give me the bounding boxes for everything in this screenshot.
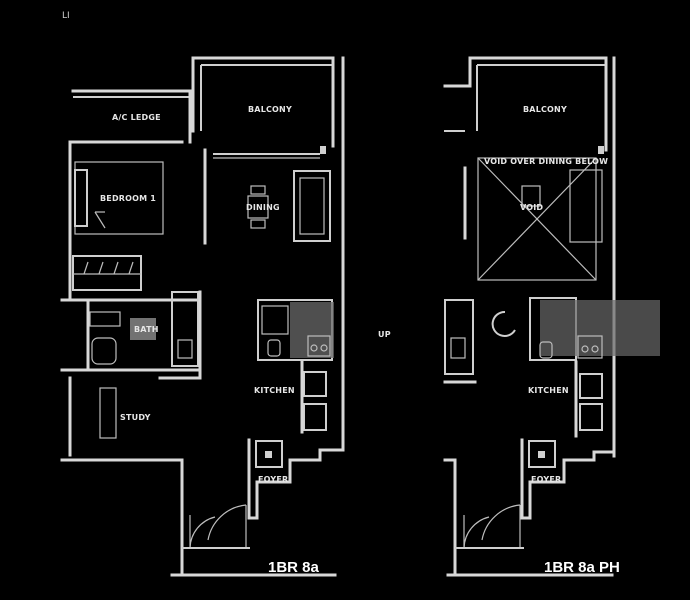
right-room-label-kitchen: KITCHEN [528,386,569,395]
dining-table [247,185,269,229]
wardrobe [72,255,142,291]
right-foyer-entrance [443,438,616,577]
room-label-bedroom: BEDROOM 1 [100,194,156,203]
right-room-label-void: VOID [520,203,543,212]
study [60,376,202,462]
bedroom [68,140,207,302]
right-floor-plan: BALCONY VOID OVER DINING BELOW VOID [443,56,660,577]
room-label-dining: DINING [246,203,280,212]
right-kitchen [443,297,660,438]
right-balcony [443,56,616,458]
room-label-study: STUDY [120,413,151,422]
room-label-balcony: BALCONY [248,105,292,114]
kitchen [257,299,334,434]
foyer-entrance [170,438,345,577]
room-label-foyer: FOYER [258,475,288,484]
room-label-bath: BATH [134,325,159,334]
left-floor-plan: A/C LEDGE BALCONY BEDROOM 1 [60,56,345,577]
left-plan-title: 1BR 8a [268,559,320,576]
right-room-label-balcony: BALCONY [523,105,567,114]
void-note: VOID OVER DINING BELOW [484,157,608,166]
middle-up-label: UP [378,330,391,339]
bathroom [60,290,202,380]
corner-mark: LI [62,11,70,21]
room-label-aircon: A/C LEDGE [112,113,161,122]
aircon-ledge [68,89,192,144]
right-plan-title: 1BR 8a PH [544,559,620,576]
room-label-kitchen: KITCHEN [254,386,295,395]
void-area [463,157,603,281]
balcony-area [191,56,345,452]
right-room-label-foyer: FOYER [531,475,561,484]
sofa [293,170,331,242]
